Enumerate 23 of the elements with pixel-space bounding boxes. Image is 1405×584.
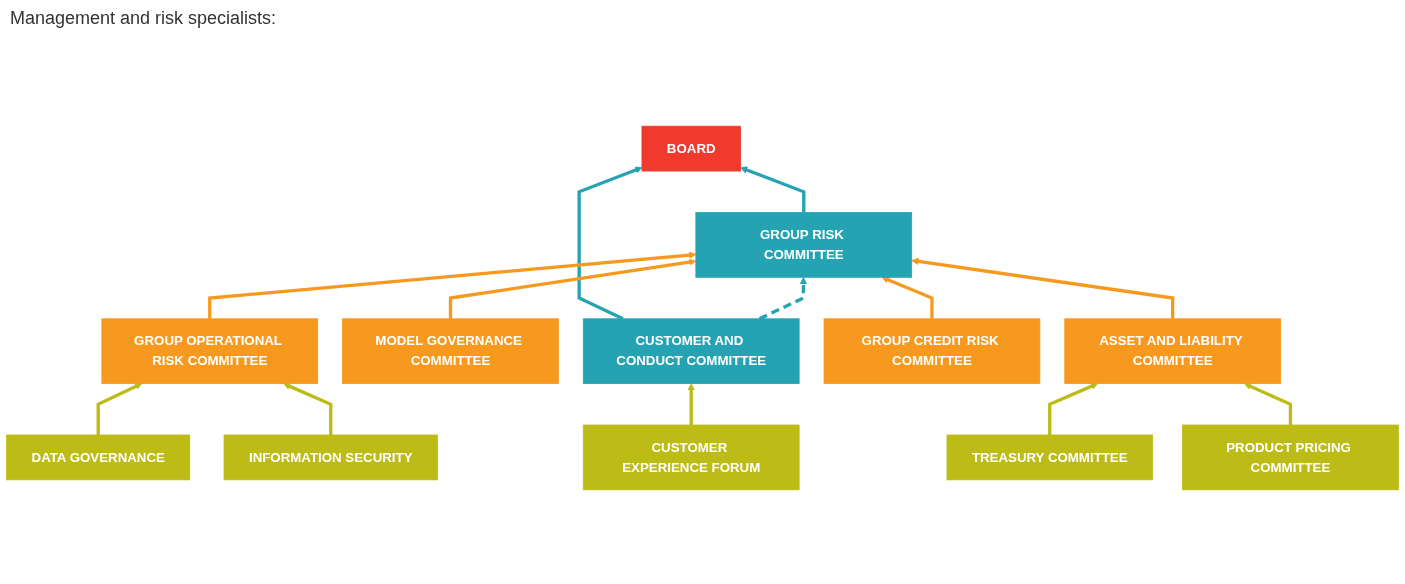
arrow: [96, 383, 143, 435]
node-box: PRODUCT PRICING COMMITTEE: [1182, 424, 1399, 491]
arrow: [740, 166, 806, 213]
node-box: INFORMATION SECURITY: [223, 434, 438, 481]
node-box: MODEL GOVERNANCE COMMITTEE: [342, 318, 559, 384]
arrow: [208, 251, 697, 319]
arrow: [911, 257, 1175, 319]
node-box: CUSTOMER EXPERIENCE FORUM: [582, 424, 800, 491]
node-box: TREASURY COMMITTEE: [946, 434, 1153, 481]
note-text: Management and risk specialists:: [10, 8, 277, 29]
arrow: [448, 258, 697, 319]
node-box: CUSTOMER AND CONDUCT COMMITTEE: [582, 318, 800, 384]
node-box: GROUP RISK COMMITTEE: [695, 212, 913, 278]
node-box: BOARD: [641, 125, 741, 172]
node-box: DATA GOVERNANCE: [6, 434, 191, 481]
arrow: [687, 383, 695, 426]
node-box: GROUP OPERATIONAL RISK COMMITTEE: [101, 318, 319, 384]
arrow: [881, 276, 934, 319]
node-box: GROUP CREDIT RISK COMMITTEE: [823, 318, 1041, 384]
node-box: ASSET AND LIABILITY COMMITTEE: [1064, 318, 1281, 384]
arrow: [283, 382, 333, 435]
arrow: [1244, 382, 1293, 426]
arrow: [1048, 382, 1099, 435]
